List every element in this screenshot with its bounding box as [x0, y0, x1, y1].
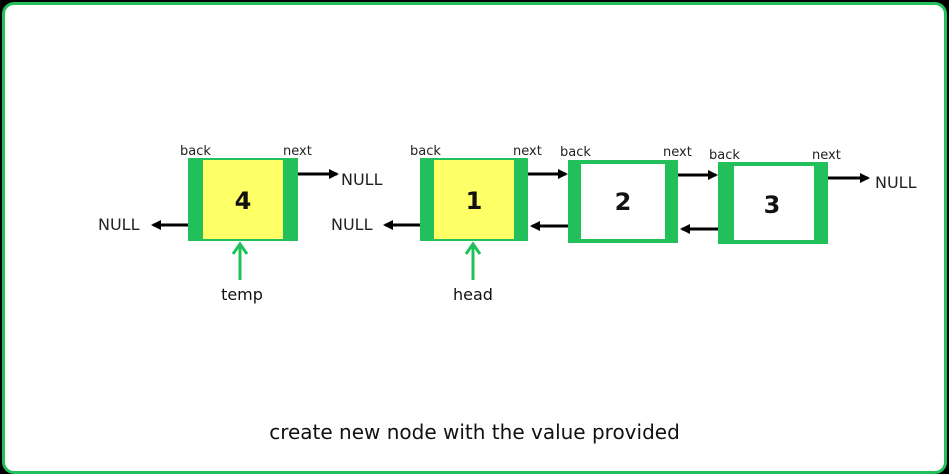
diagram-caption: create new node with the value provided — [269, 420, 680, 444]
node-3-back-label: back — [709, 148, 740, 163]
node-4: 4 back next — [180, 144, 312, 241]
node-2: 2 back next — [560, 145, 692, 243]
temp-pointer-label: temp — [221, 285, 263, 304]
node-1: 1 back next — [410, 144, 542, 241]
node-4-next-label: next — [283, 144, 312, 159]
temp-next-null: NULL — [341, 170, 383, 189]
node-2-next-label: next — [663, 145, 692, 160]
head-back-null: NULL — [331, 215, 373, 234]
node-2-back-label: back — [560, 145, 591, 160]
node-3: 3 back next — [709, 148, 841, 244]
node-2-value: 2 — [615, 188, 632, 216]
tail-next-null: NULL — [875, 173, 917, 192]
node-1-next-label: next — [513, 144, 542, 159]
node-4-value: 4 — [235, 187, 252, 215]
temp-back-null: NULL — [98, 215, 140, 234]
node-3-value: 3 — [764, 191, 781, 219]
temp-pointer-arrowhead — [231, 241, 249, 255]
node-3-next-label: next — [812, 148, 841, 163]
head-pointer-arrowhead — [464, 241, 482, 255]
node-4-back-label: back — [180, 144, 211, 159]
node-1-value: 1 — [466, 187, 483, 215]
head-pointer-label: head — [453, 285, 493, 304]
node-1-back-label: back — [410, 144, 441, 159]
